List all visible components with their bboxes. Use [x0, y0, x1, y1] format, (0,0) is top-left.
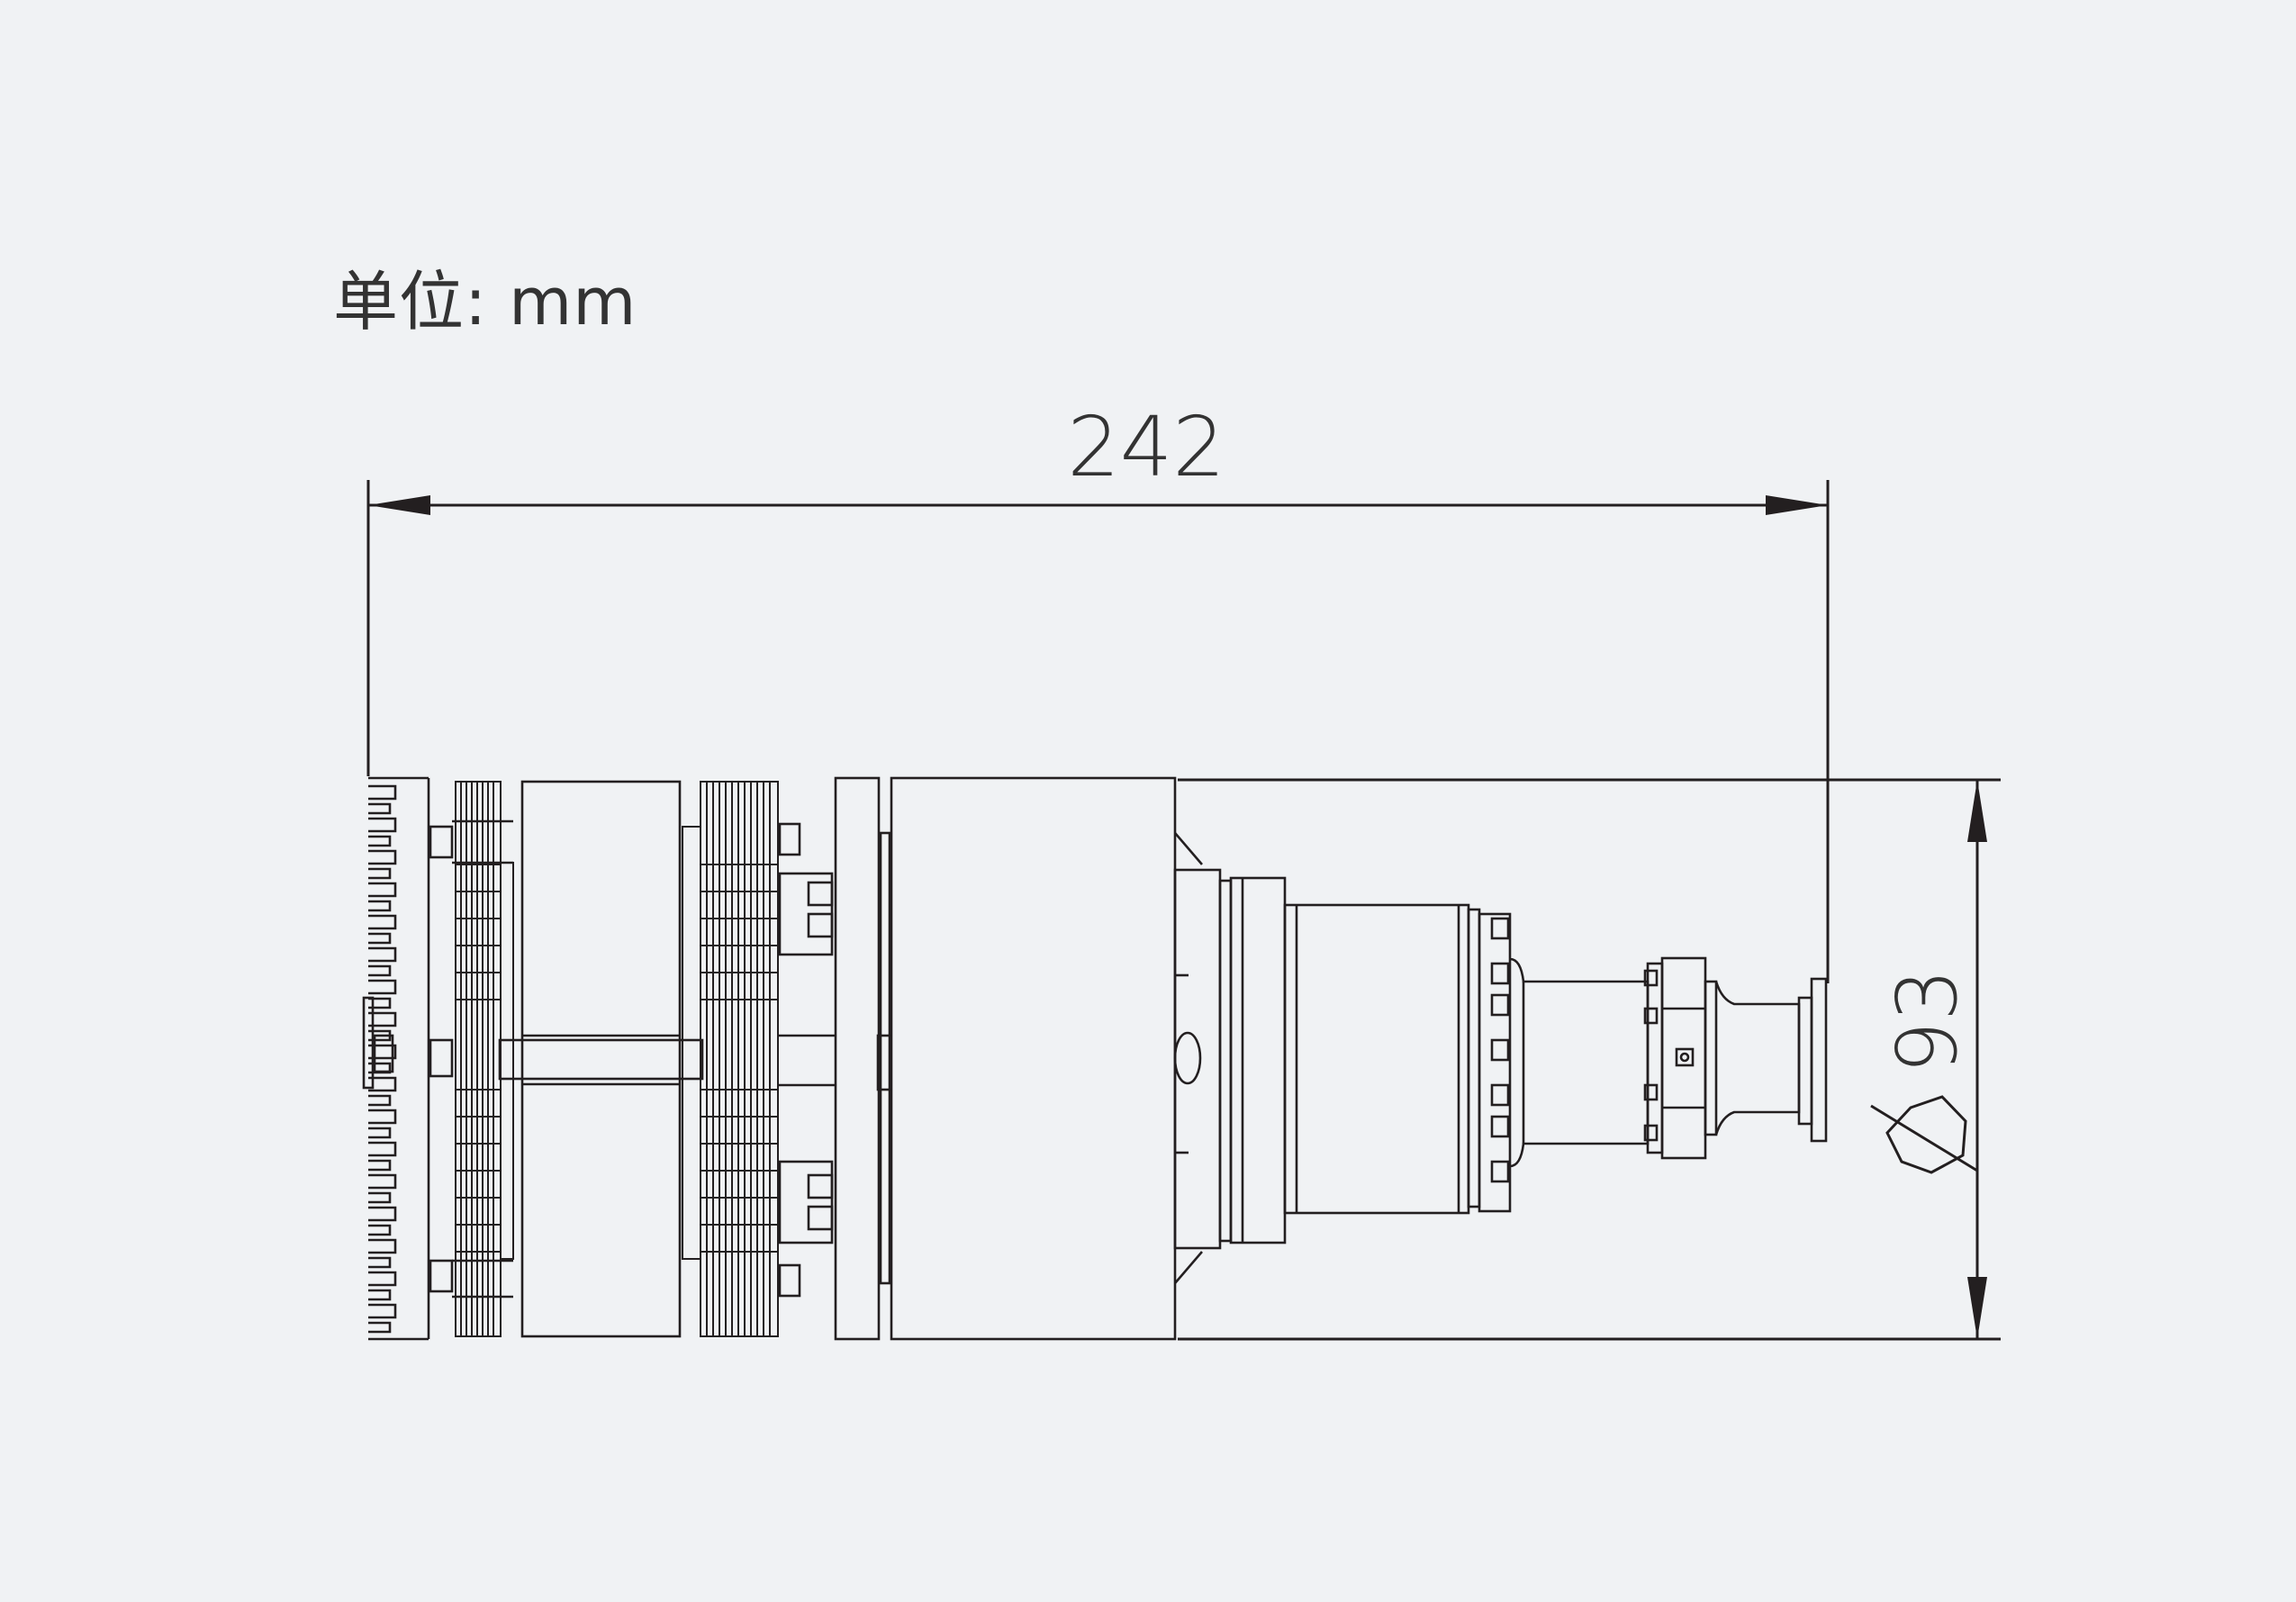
magnet-block	[498, 780, 704, 1338]
mounting-plate	[834, 776, 892, 1341]
heat-sink	[362, 776, 513, 1341]
coil-stack-2	[682, 781, 779, 1337]
bolt-heads	[778, 822, 836, 1298]
output-shaft	[1509, 956, 1828, 1168]
diameter-dimension: 93	[1178, 778, 2001, 1341]
arrow-down-icon	[1967, 1277, 1987, 1339]
length-value: 242	[1067, 399, 1225, 495]
main-housing	[890, 776, 1203, 1341]
arrow-up-icon	[1967, 780, 1987, 842]
arrow-right-icon	[1766, 495, 1828, 515]
diameter-value: 93	[1879, 968, 1975, 1073]
length-dimension: 242	[366, 399, 1830, 983]
coil-stack-1	[455, 781, 514, 1337]
unit-label: 单位: mm	[333, 264, 637, 339]
arrow-left-icon	[368, 495, 430, 515]
diameter-symbol-icon	[1870, 1095, 1978, 1174]
gearbox-flange	[1173, 868, 1512, 1250]
